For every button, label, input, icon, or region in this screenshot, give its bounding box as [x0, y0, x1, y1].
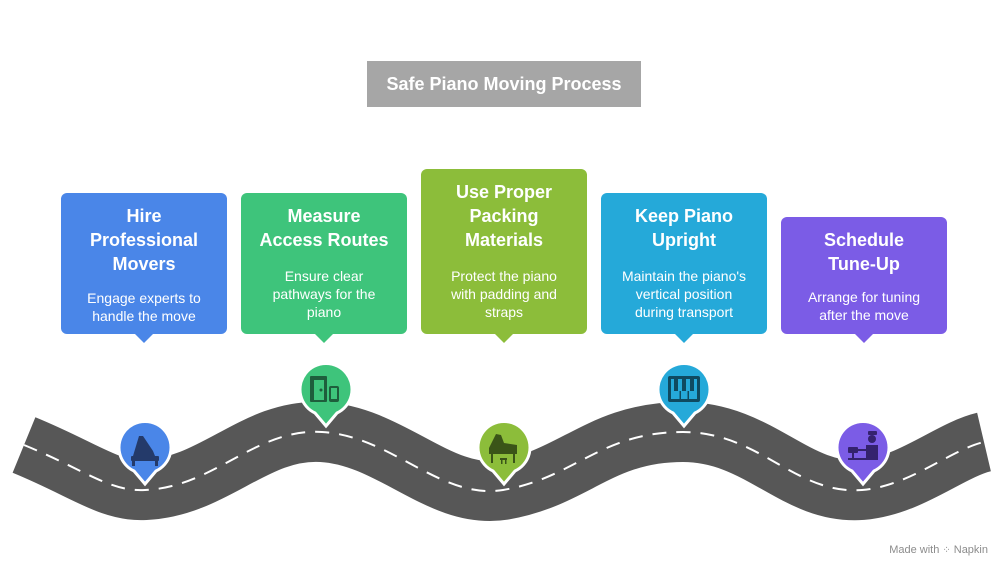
step-card-measure-routes: Measure Access Routes Ensure clear pathw… — [241, 193, 407, 343]
step-description: Engage experts to handle the move — [87, 290, 201, 324]
diagram-title: Safe Piano Moving Process — [367, 61, 641, 107]
step-description: Maintain the piano's vertical position d… — [621, 268, 747, 320]
step-description: Ensure clear pathways for the piano — [272, 268, 376, 320]
footer-attribution: Made with ⁘ Napkin — [889, 544, 988, 556]
door-phone-icon — [310, 376, 339, 402]
brand-name: Napkin — [953, 544, 988, 556]
keyboard-icon — [668, 376, 700, 402]
step-card-schedule-tuneup: Schedule Tune-Up Arrange for tuning afte… — [781, 217, 947, 343]
step-title: Keep Piano Upright — [634, 206, 734, 250]
step-description: Protect the piano with padding and strap… — [451, 268, 557, 320]
pin-keep-upright — [656, 361, 712, 429]
step-title: Hire Professional Movers — [89, 206, 199, 274]
step-card-packing-materials: Use Proper Packing Materials Protect the… — [421, 169, 587, 343]
step-title: Schedule Tune-Up — [823, 230, 905, 274]
napkin-logo-icon: ⁘ — [942, 544, 951, 556]
step-title: Use Proper Packing Materials — [455, 182, 553, 250]
piano-icon — [131, 436, 159, 466]
step-card-hire-movers: Hire Professional Movers Engage experts … — [61, 193, 227, 343]
made-with-label: Made with — [889, 544, 940, 556]
pin-packing-materials — [476, 419, 532, 487]
grand-piano-icon — [489, 434, 517, 464]
step-description: Arrange for tuning after the move — [807, 289, 921, 323]
step-title: Measure Access Routes — [259, 206, 389, 250]
step-card-keep-upright: Keep Piano Upright Maintain the piano's … — [601, 193, 767, 343]
pin-hire-movers — [117, 419, 173, 487]
technician-icon — [848, 431, 878, 460]
pin-measure-routes — [298, 361, 354, 429]
pin-schedule-tuneup — [835, 419, 891, 487]
